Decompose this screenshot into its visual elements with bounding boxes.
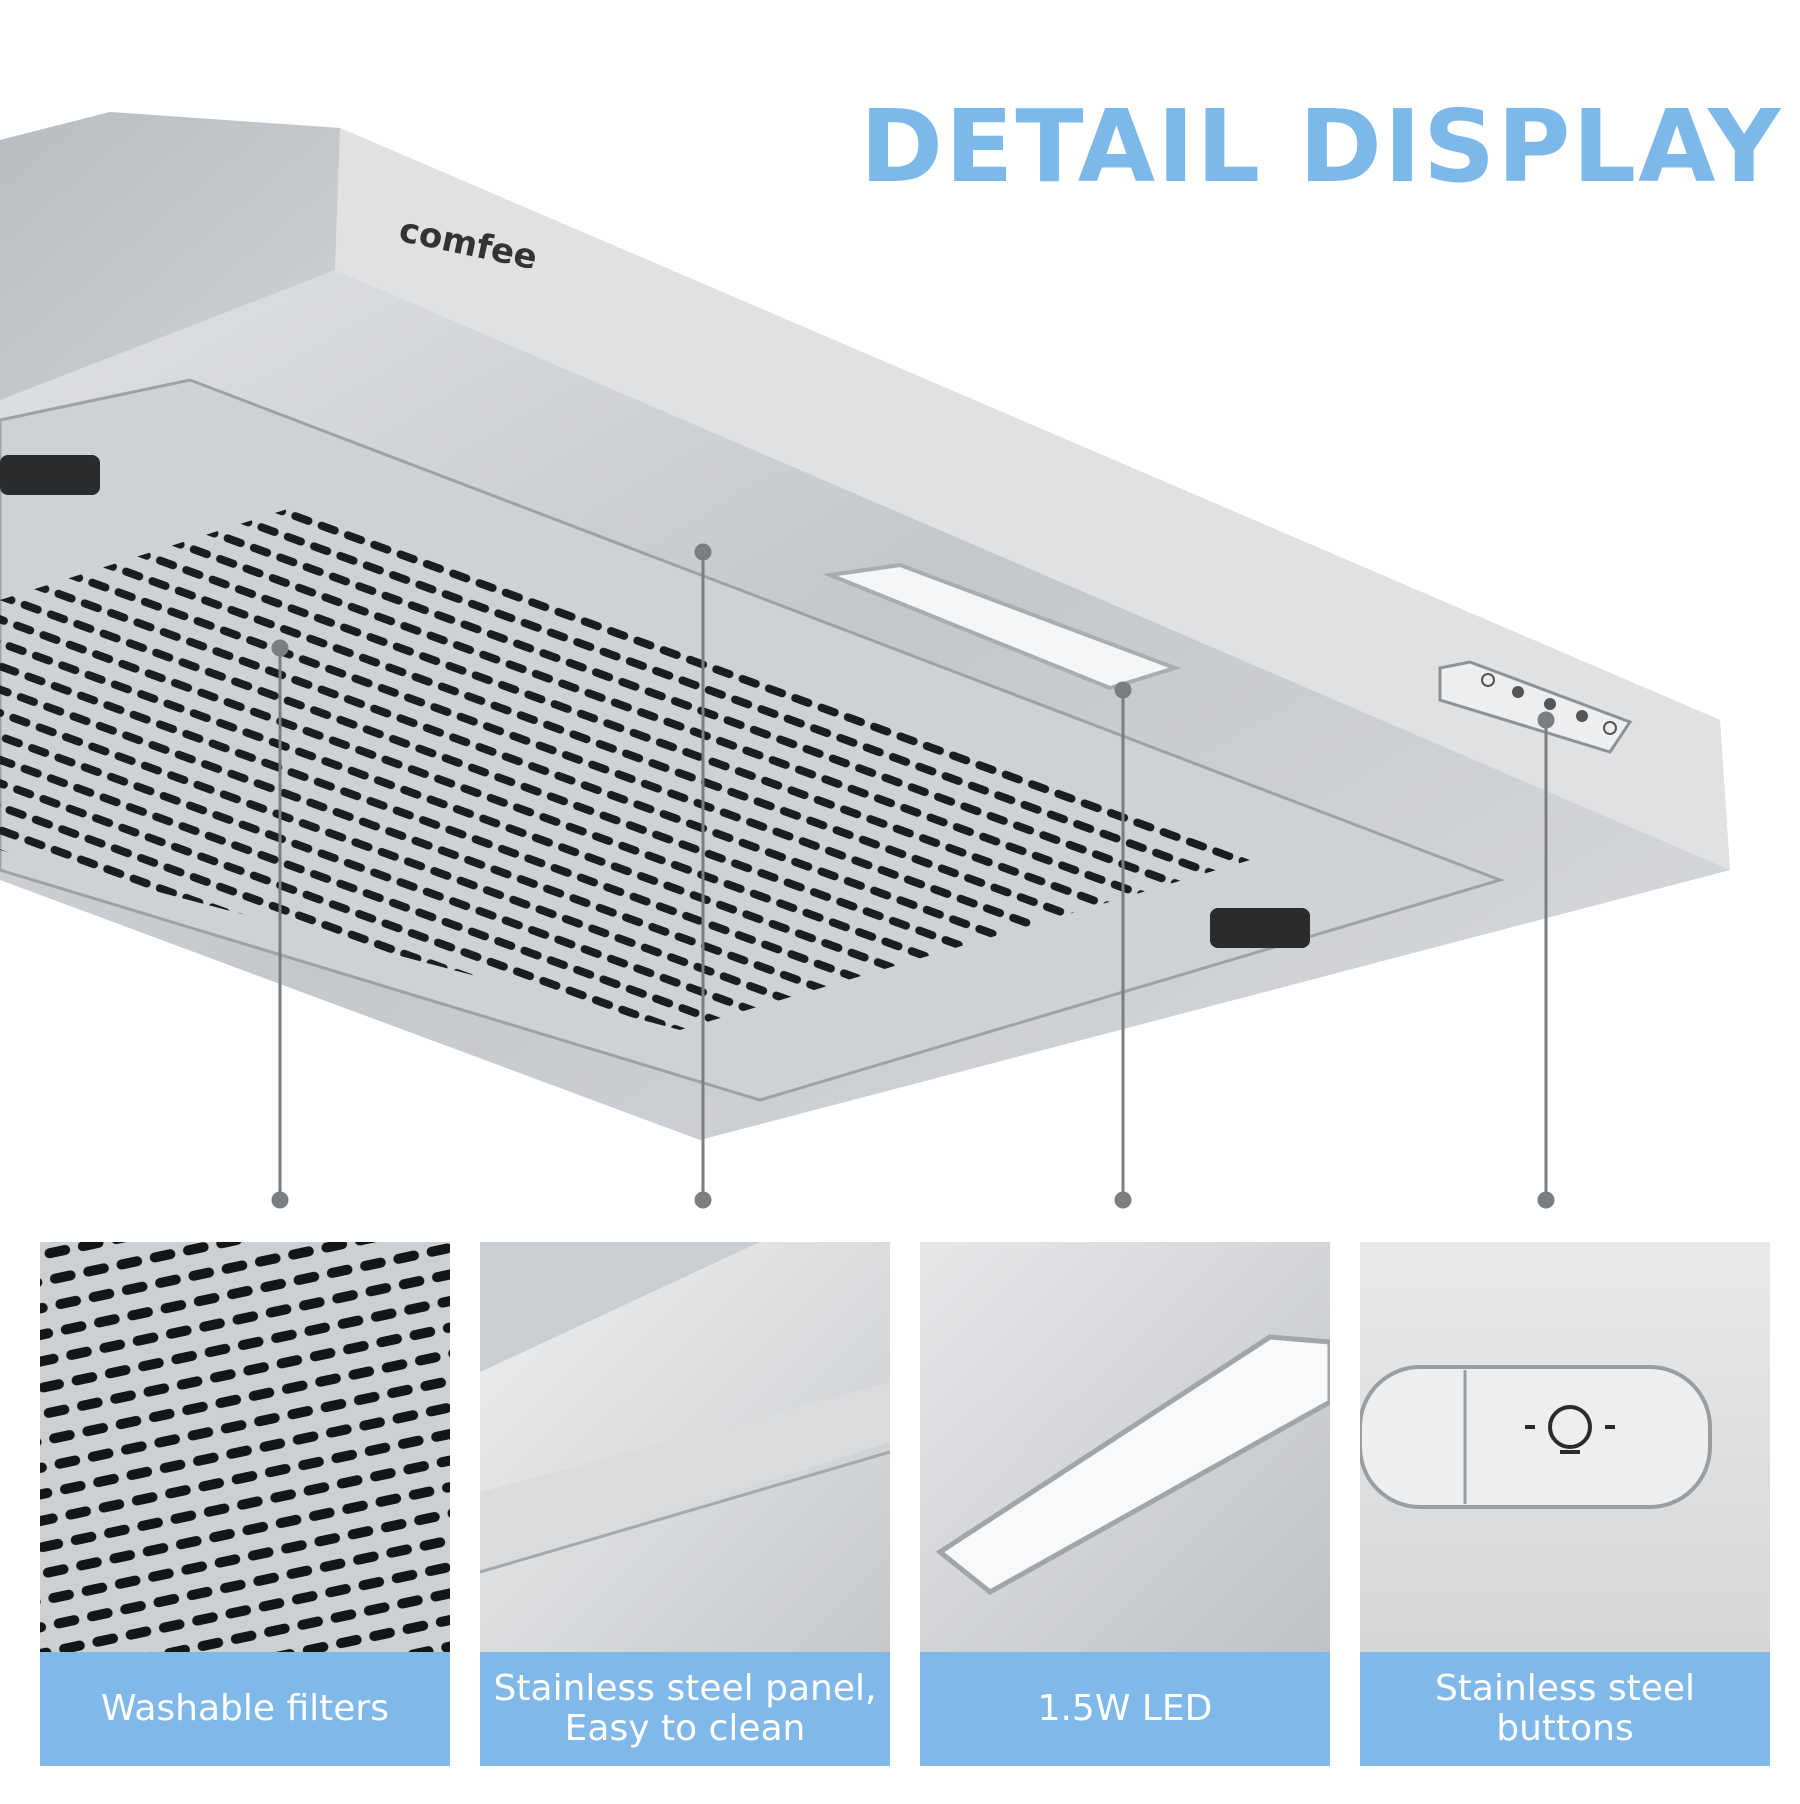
- filter-closeup-image: [40, 1242, 450, 1652]
- light-bulb-icon: [1525, 1405, 1615, 1454]
- hood-front-edge: [335, 128, 1730, 870]
- filter-mesh: [0, 505, 1250, 1030]
- feature-caption: 1.5W LED: [920, 1652, 1330, 1766]
- page-title: DETAIL DISPLAY: [860, 88, 1783, 205]
- panel-closeup-image: [480, 1242, 890, 1652]
- control-panel: [1438, 660, 1633, 754]
- fan-high-icon: [1576, 710, 1588, 722]
- feature-caption: Stainless steel buttons: [1360, 1652, 1770, 1766]
- feature-card-buttons: Stainless steel buttons: [1360, 1242, 1770, 1766]
- power-icon: [1481, 673, 1495, 687]
- buttons-closeup-image: [1360, 1242, 1770, 1652]
- led-closeup-image: [920, 1242, 1330, 1652]
- hood-top-face: [0, 112, 340, 400]
- feature-card-panel: Stainless steel panel, Easy to clean: [480, 1242, 890, 1766]
- callout-lines: [271, 543, 1555, 1209]
- fan-low-icon: [1512, 686, 1524, 698]
- fan-mid-icon: [1544, 698, 1556, 710]
- feature-card-led: 1.5W LED: [920, 1242, 1330, 1766]
- light-bulb-icon: [1603, 721, 1617, 735]
- feature-caption: Washable filters: [40, 1652, 450, 1766]
- feature-card-filters: Washable filters: [40, 1242, 450, 1766]
- filter-latch-left: [0, 455, 100, 495]
- led-light: [822, 562, 1182, 691]
- filter-latch-right: [1210, 908, 1310, 948]
- feature-caption: Stainless steel panel, Easy to clean: [480, 1652, 890, 1766]
